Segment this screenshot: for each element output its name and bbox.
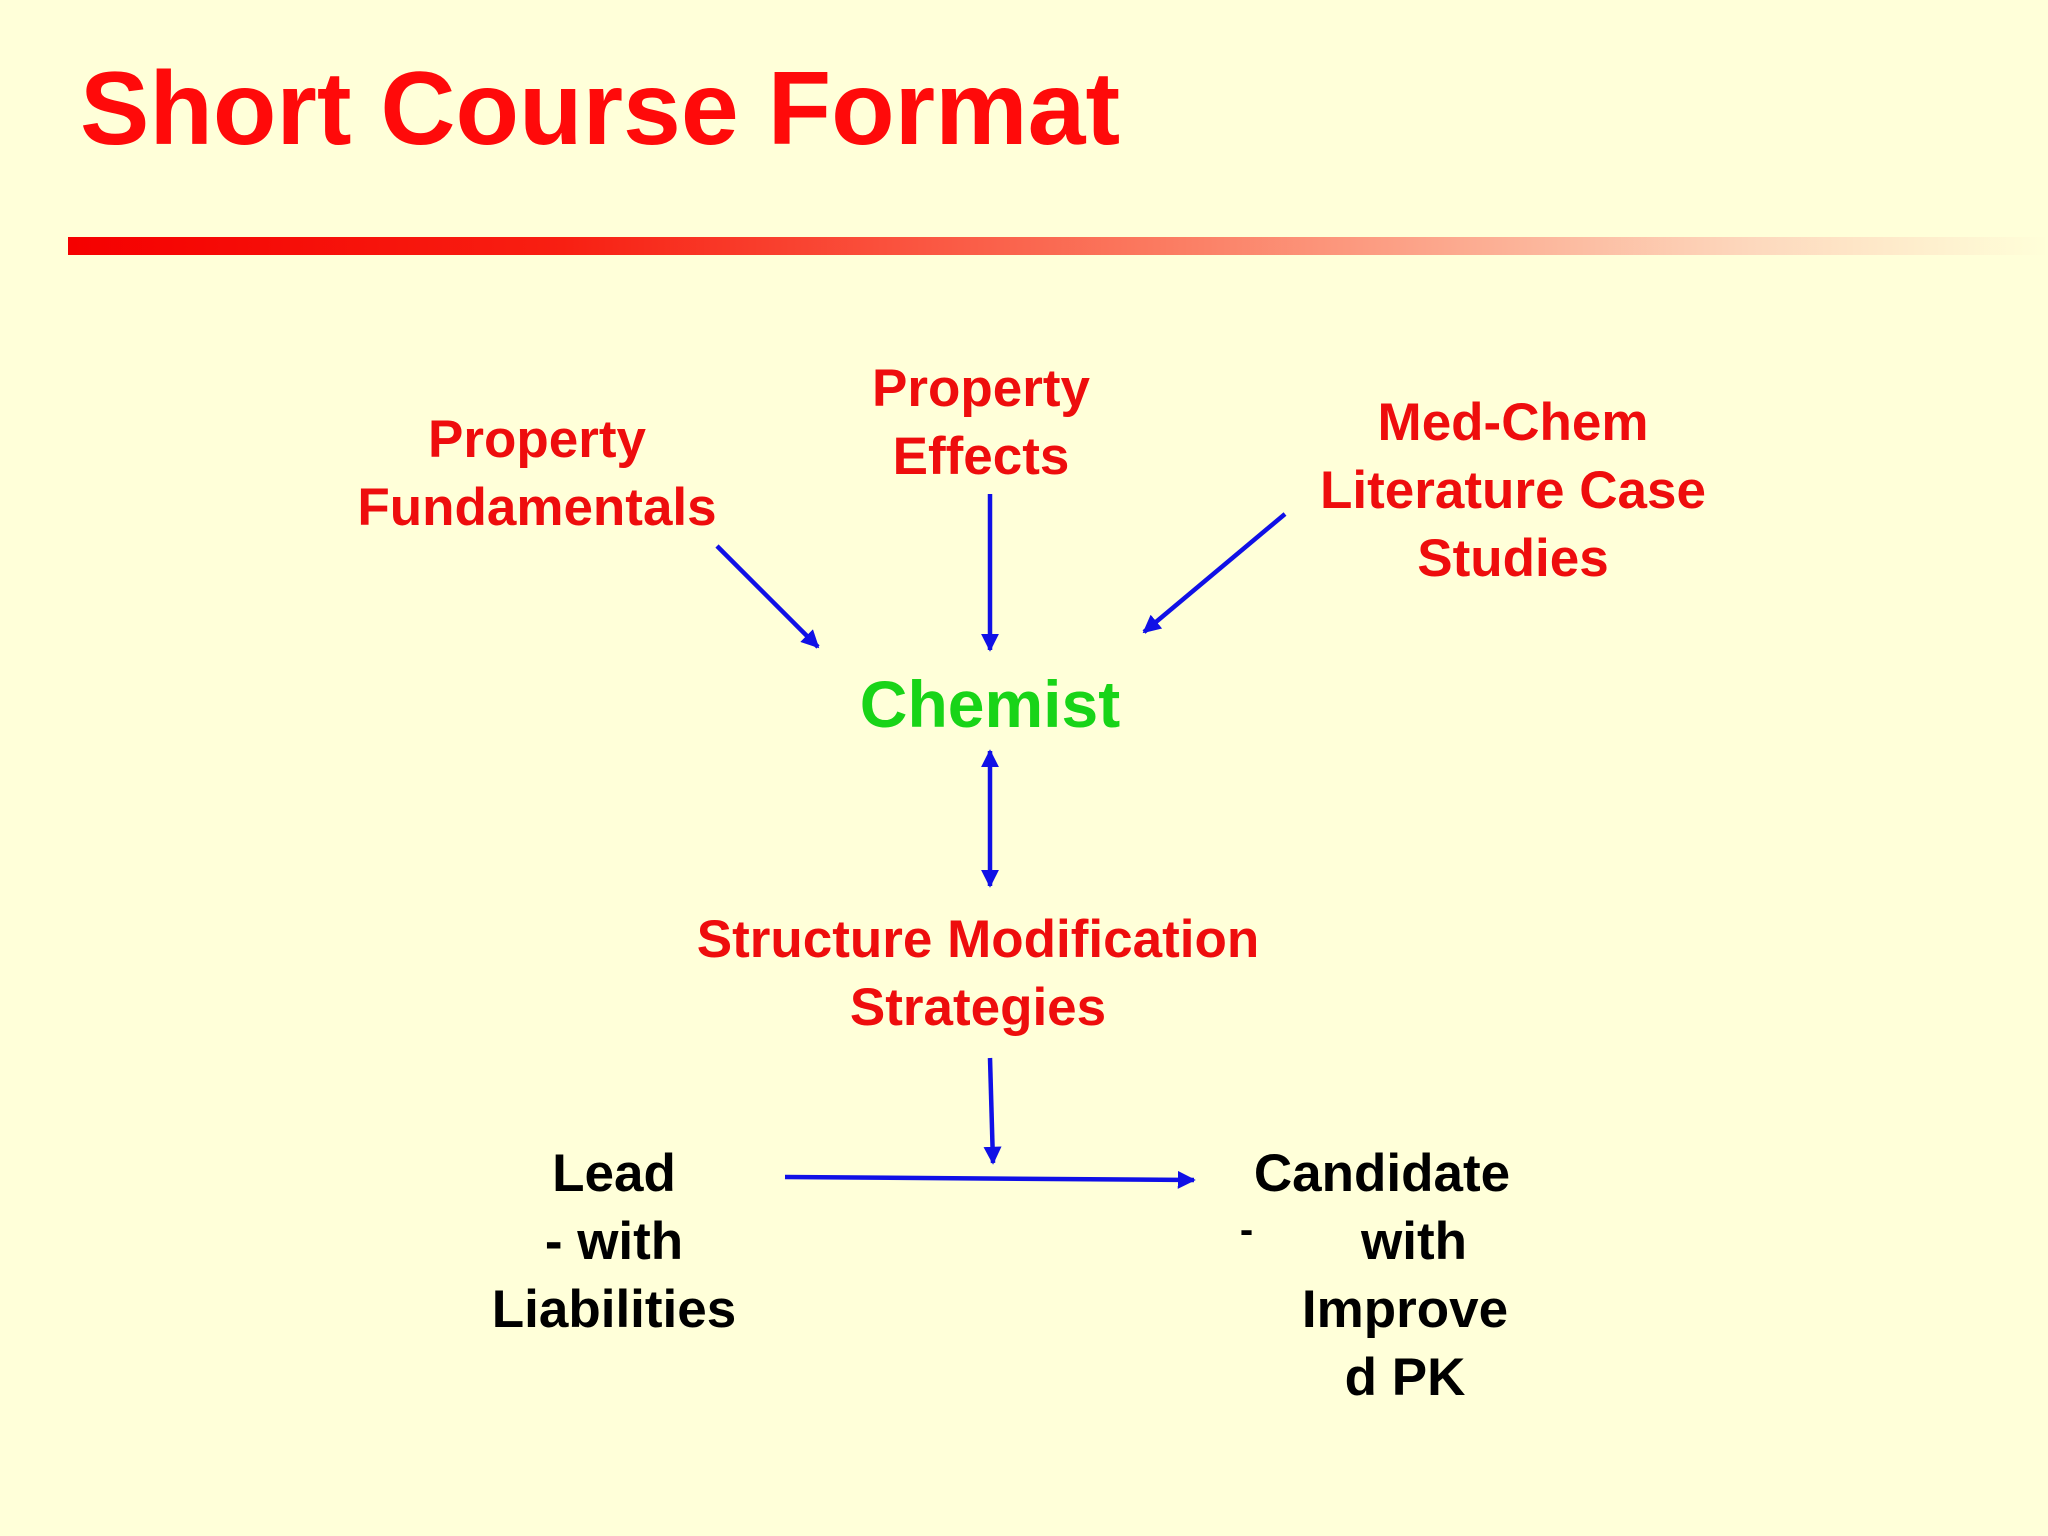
node-lead-line-3: Liabilities bbox=[491, 1280, 737, 1339]
node-lead-line-1: Lead bbox=[552, 1144, 676, 1203]
node-candidate: Candidate - with Improve d PK bbox=[1240, 1140, 1511, 1412]
arrow-lead-to-candidate bbox=[784, 1170, 1196, 1189]
arrow-medchem-to-chemist bbox=[1142, 512, 1287, 634]
title-underline bbox=[68, 237, 2048, 255]
node-med-chem-line-2: Literature Case bbox=[1320, 461, 1706, 520]
node-property-effects-line-1: Property bbox=[872, 359, 1090, 418]
node-property-fundamentals-line-2: Fundamentals bbox=[357, 478, 717, 537]
node-candidate-line-3: Improve bbox=[1301, 1280, 1509, 1339]
node-property-effects-line-2: Effects bbox=[892, 427, 1070, 486]
node-med-chem-case-studies: Med-Chem Literature Case Studies bbox=[1320, 389, 1706, 593]
node-candidate-line-4: d PK bbox=[1344, 1348, 1466, 1407]
node-chemist: Chemist bbox=[859, 667, 1121, 741]
node-property-fundamentals-line-1: Property bbox=[428, 410, 646, 469]
node-structure-modification-line-2: Strategies bbox=[849, 978, 1107, 1037]
slide-title: Short Course Format bbox=[80, 51, 1121, 167]
node-candidate-dash: - bbox=[1239, 1208, 1254, 1252]
node-med-chem-line-1: Med-Chem bbox=[1377, 393, 1649, 452]
node-lead-line-2: - with bbox=[544, 1212, 684, 1271]
node-property-effects: Property Effects bbox=[872, 355, 1090, 491]
node-property-fundamentals: Property Fundamentals bbox=[357, 406, 716, 542]
node-candidate-line-2-text: with bbox=[1361, 1212, 1467, 1271]
node-lead: Lead - with Liabilities bbox=[492, 1140, 736, 1344]
arrow-structure-to-lead-candidate bbox=[983, 1057, 1002, 1165]
node-structure-modification-line-1: Structure Modification bbox=[696, 910, 1260, 969]
arrow-fundamentals-to-chemist bbox=[715, 544, 820, 649]
node-candidate-line-2: - with bbox=[1240, 1208, 1542, 1276]
node-structure-modification: Structure Modification Strategies bbox=[697, 906, 1259, 1042]
node-candidate-line-1: Candidate bbox=[1253, 1144, 1511, 1203]
node-med-chem-line-3: Studies bbox=[1417, 529, 1609, 588]
